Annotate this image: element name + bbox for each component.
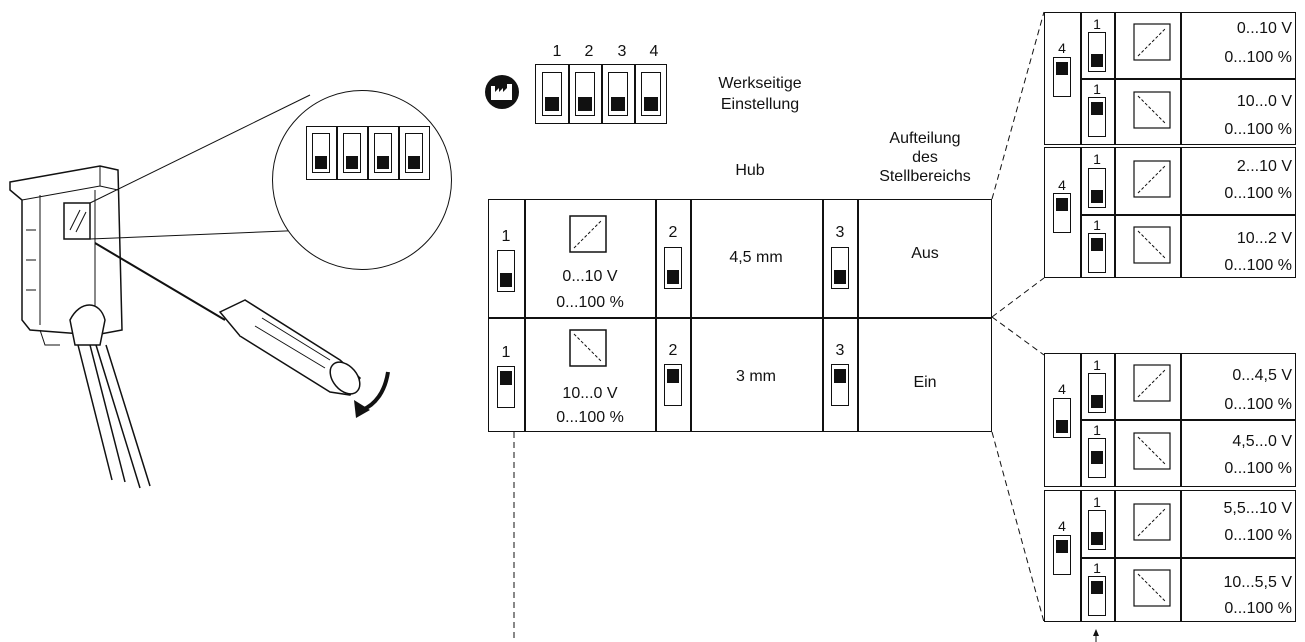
falling-characteristic-icon	[569, 329, 607, 367]
switch-number-4: 4	[1058, 381, 1066, 397]
signal-voltage: 10...0 V	[562, 385, 618, 402]
switch-number-2: 2	[668, 342, 678, 359]
switch-number-4: 4	[1058, 177, 1066, 193]
rising-characteristic-icon	[1133, 160, 1171, 198]
switch-number-1: 1	[1093, 81, 1101, 97]
range-group-4: 4 1 5,5...10 V 0...100 % 1 10...5,5 V 0.…	[1044, 490, 1296, 622]
switch-1-on	[1088, 576, 1106, 616]
switch-number-1: 1	[1093, 422, 1101, 438]
header-aufteilung-2: des	[912, 149, 938, 166]
factory-num-2: 2	[584, 43, 594, 60]
switch-number-1: 1	[1093, 217, 1101, 233]
range-voltage: 10...0 V	[1236, 93, 1292, 110]
factory-icon	[485, 75, 519, 109]
range-percent: 0...100 %	[1224, 185, 1292, 202]
range-percent: 0...100 %	[1224, 49, 1292, 66]
range-voltage: 0...4,5 V	[1232, 367, 1292, 384]
range-voltage: 0...10 V	[1236, 20, 1292, 37]
actuator-illustration	[9, 94, 390, 489]
range-percent: 0...100 %	[1224, 460, 1292, 477]
switch-number-1: 1	[1093, 357, 1101, 373]
switch-2-on	[664, 364, 682, 406]
range-percent: 0...100 %	[1224, 600, 1292, 617]
rising-characteristic-icon	[1133, 503, 1171, 541]
switch-number-1: 1	[501, 228, 511, 245]
factory-num-3: 3	[617, 43, 627, 60]
header-aufteilung-3: Stellbereichs	[879, 168, 971, 185]
factory-num-1: 1	[552, 43, 562, 60]
factory-label-line1: Werkseitige	[718, 75, 802, 92]
falling-characteristic-icon	[1133, 432, 1171, 470]
header-hub: Hub	[735, 162, 765, 179]
switch-number-1: 1	[1093, 560, 1101, 576]
range-percent: 0...100 %	[1224, 396, 1292, 413]
range-voltage: 10...2 V	[1236, 230, 1292, 247]
switch-number-4: 4	[1058, 518, 1066, 534]
switch-number-1: 1	[1093, 16, 1101, 32]
range-voltage: 10...5,5 V	[1223, 574, 1293, 591]
rising-characteristic-icon	[1133, 23, 1171, 61]
hub-value: 4,5 mm	[729, 249, 783, 266]
factory-num-4: 4	[649, 43, 659, 60]
switch-number-4: 4	[1058, 40, 1066, 56]
falling-characteristic-icon	[1133, 569, 1171, 607]
range-voltage: 4,5...0 V	[1232, 433, 1292, 450]
switch-2-off	[664, 247, 682, 289]
switch-number-1: 1	[1093, 494, 1101, 510]
switch-number-2: 2	[668, 224, 678, 241]
switch-4-on	[1053, 193, 1071, 233]
magnifier-circle	[272, 90, 452, 270]
range-percent: 0...100 %	[1224, 121, 1292, 138]
switch-4-on	[1053, 535, 1071, 575]
switch-3-on	[831, 364, 849, 406]
range-group-2: 4 1 2...10 V 0...100 % 1 10...2 V 0...10…	[1044, 147, 1296, 278]
range-percent: 0...100 %	[1224, 257, 1292, 274]
falling-characteristic-icon	[1133, 226, 1171, 264]
switch-number-3: 3	[835, 224, 845, 241]
falling-characteristic-icon	[1133, 91, 1171, 129]
range-group-1: 4 1 0...10 V 0...100 % 1 10...0 V 0...10…	[1044, 12, 1296, 145]
header-aufteilung-1: Aufteilung	[889, 130, 961, 147]
factory-label-line2: Einstellung	[720, 96, 800, 113]
switch-1-off	[1088, 32, 1106, 72]
range-voltage: 2...10 V	[1236, 158, 1292, 175]
switch-4-on	[1053, 57, 1071, 97]
switch-3-off	[831, 247, 849, 289]
switch-1-off	[1088, 510, 1106, 550]
range-voltage: 5,5...10 V	[1223, 500, 1293, 517]
range-group-3: 4 1 0...4,5 V 0...100 % 1 4,5...0 V 0...…	[1044, 353, 1296, 487]
switch-1-off	[1088, 373, 1106, 413]
switch-1-half	[1088, 438, 1106, 478]
signal-voltage: 0...10 V	[562, 268, 618, 285]
switch-number-1: 1	[501, 344, 511, 361]
rising-characteristic-icon	[569, 215, 607, 253]
switch-number-1: 1	[1093, 151, 1101, 167]
switch-1-off	[497, 250, 515, 292]
signal-percent: 0...100 %	[556, 409, 624, 426]
aufteilung-value: Aus	[911, 245, 939, 262]
switch-1-on	[1088, 233, 1106, 273]
switch-number-3: 3	[835, 342, 845, 359]
switch-1-on	[1088, 97, 1106, 137]
signal-percent: 0...100 %	[556, 294, 624, 311]
hub-value: 3 mm	[736, 368, 776, 385]
switch-1-on	[497, 366, 515, 408]
rising-characteristic-icon	[1133, 364, 1171, 402]
range-percent: 0...100 %	[1224, 527, 1292, 544]
switch-4-off	[1053, 398, 1071, 438]
switch-1-off	[1088, 168, 1106, 208]
aufteilung-value: Ein	[913, 374, 937, 391]
